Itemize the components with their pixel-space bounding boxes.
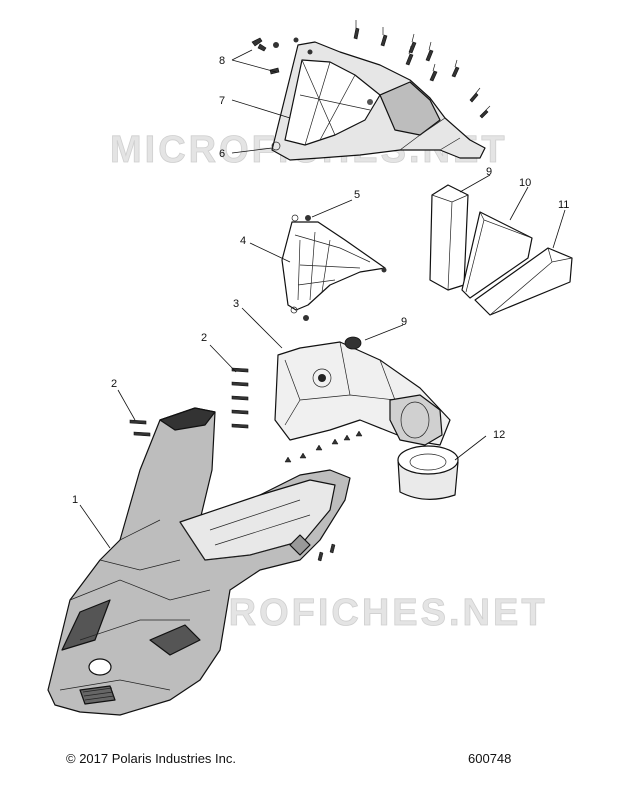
airbox-fasteners — [284, 430, 363, 463]
part-5-nut — [305, 215, 311, 221]
callout-9-left: 9 — [486, 166, 492, 178]
callout-1: 1 — [72, 494, 78, 506]
callout-10: 10 — [519, 177, 531, 189]
part-4-frame-panel — [281, 214, 387, 321]
callout-9-right: 11 — [558, 199, 569, 211]
hood-fasteners — [317, 543, 336, 562]
pin — [251, 27, 489, 119]
part-1-hood-body — [47, 407, 351, 716]
part-7-upper-bracket — [271, 41, 486, 161]
callout-5: 5 — [354, 189, 360, 201]
part-9-foam-block-right — [474, 247, 573, 316]
part-3-airbox — [274, 341, 451, 463]
callout-2-right: 2 — [201, 332, 207, 344]
copyright-text: © 2017 Polaris Industries Inc. — [66, 751, 236, 766]
part-10-foam-wedge — [461, 211, 533, 299]
callout-12: 12 — [493, 429, 505, 441]
callout-2-left: 2 — [111, 378, 117, 390]
callout-6: 6 — [219, 148, 225, 160]
leader-lines — [79, 49, 566, 549]
callout-11: 9 — [401, 316, 407, 328]
part-2-screws-right — [231, 367, 249, 429]
callout-8: 8 — [219, 55, 225, 67]
part-2-screws-left — [129, 419, 151, 437]
part-8-pins — [251, 20, 491, 119]
part-11-grommet — [344, 336, 362, 350]
callout-7: 7 — [219, 95, 225, 107]
part-12-duct-ring — [397, 445, 459, 500]
callout-numbers: 8 7 6 5 4 3 9 2 2 12 1 9 10 11 — [72, 55, 569, 506]
part-9-foam-block-left — [429, 184, 469, 291]
callout-3: 3 — [233, 298, 239, 310]
diagram-number: 600748 — [468, 751, 512, 766]
callout-4: 4 — [240, 235, 246, 247]
